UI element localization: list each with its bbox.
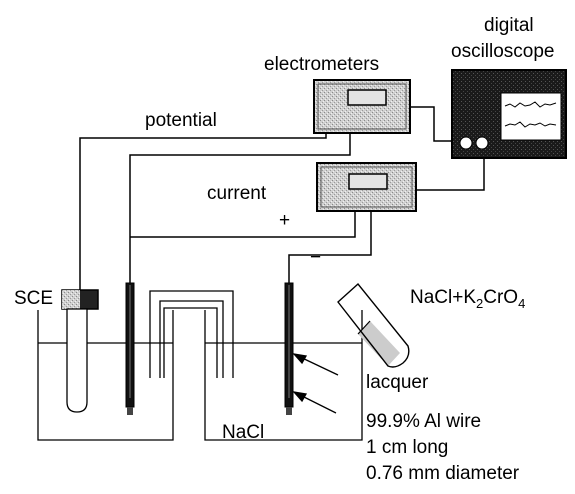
- label-digital: digital: [484, 15, 534, 36]
- test-tube-glass: [337, 282, 410, 368]
- label-minus: −: [310, 247, 321, 268]
- beaker-left: [37, 310, 174, 441]
- label-nacl: NaCl: [222, 422, 264, 443]
- wire-current-positive: [130, 210, 356, 238]
- oscilloscope: [451, 69, 567, 159]
- al-electrode-left: [125, 282, 135, 415]
- al-electrode-right: [284, 282, 294, 415]
- label-oscilloscope: oscilloscope: [451, 41, 555, 62]
- oscilloscope-knob: [475, 136, 489, 150]
- labels: digital oscilloscope electrometers poten…: [14, 15, 555, 484]
- wire-current-negative: [288, 210, 372, 286]
- sce-electrode: [61, 289, 99, 413]
- test-tube-meniscus: [357, 320, 371, 335]
- beaker-right: [204, 310, 363, 441]
- oscilloscope-screen: [500, 92, 562, 141]
- wire-potential-working: [129, 128, 351, 285]
- salt-bridge-inner: [163, 307, 218, 378]
- wire-current-oscilloscope: [416, 150, 485, 191]
- test-tube-liquid: [358, 321, 400, 366]
- annotation-arrows: [292, 353, 339, 414]
- label-potential: potential: [145, 110, 217, 131]
- arrow-wire-head: [292, 391, 308, 403]
- electrometer-current: [316, 162, 417, 212]
- label-sce: SCE: [14, 288, 53, 309]
- wire-electrometer-oscilloscope: [410, 106, 462, 142]
- label-wire-purity: 99.9% Al wire: [366, 411, 481, 432]
- arrow-lacquer-head: [292, 353, 308, 365]
- label-solution: NaCl+K2CrO4: [410, 287, 525, 311]
- test-tube: [337, 282, 410, 368]
- salt-bridge: [149, 290, 234, 378]
- oscilloscope-knob: [459, 136, 473, 150]
- label-lacquer: lacquer: [366, 372, 429, 393]
- label-current: current: [207, 183, 267, 204]
- oscilloscope-trace-upper: [504, 101, 557, 108]
- electrometer-potential: [313, 79, 411, 134]
- electrochemical-cell: [37, 290, 363, 441]
- electrometer-display: [348, 173, 388, 190]
- oscilloscope-trace-lower: [504, 121, 557, 128]
- label-electrometers: electrometers: [264, 54, 379, 75]
- label-wire-length: 1 cm long: [366, 437, 448, 458]
- wiring: [79, 106, 485, 292]
- label-wire-diameter: 0.76 mm diameter: [366, 463, 520, 484]
- electrometer-display: [347, 89, 387, 106]
- label-plus: +: [279, 210, 290, 231]
- sce-tube: [66, 308, 88, 413]
